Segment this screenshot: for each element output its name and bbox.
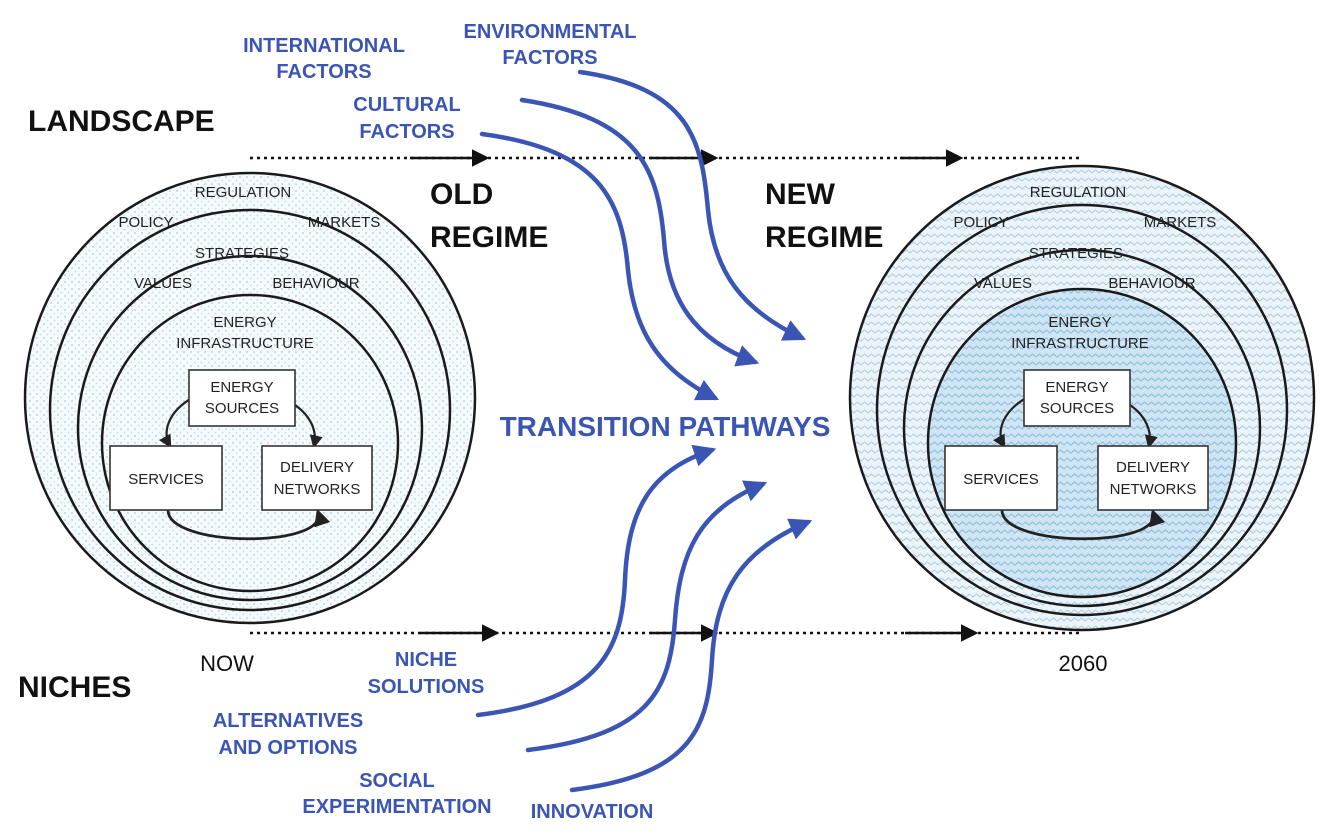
old-regime-title: REGIME (430, 221, 548, 254)
social-experimentation-label: EXPERIMENTATION (302, 796, 491, 818)
cultural-factors-label: CULTURAL (353, 94, 460, 116)
cultural-arrow (479, 131, 720, 401)
delivery-networks-box (1097, 445, 1209, 511)
year-2060-label: 2060 (1059, 651, 1108, 676)
international-factors-label: INTERNATIONAL (243, 35, 405, 57)
new-regime: REGULATION POLICY MARKETS STRATEGIES VAL… (848, 164, 1316, 632)
delivery-networks-label: DELIVERY (1116, 459, 1190, 476)
environmental-arrow (577, 69, 807, 341)
ring-label-strategies: STRATEGIES (1029, 245, 1123, 262)
services-box (109, 445, 223, 511)
delivery-networks-box (261, 445, 373, 511)
ring-label-energy: ENERGY (213, 314, 276, 331)
energy-sources-label: SOURCES (205, 400, 279, 417)
ring-label-energy: ENERGY (1048, 314, 1111, 331)
ring-label-behaviour: BEHAVIOUR (1108, 275, 1195, 292)
ring-label-policy: POLICY (953, 214, 1008, 231)
delivery-networks-label: NETWORKS (1110, 481, 1197, 498)
ring-label-regulation: REGULATION (1030, 184, 1126, 201)
niches-label: NICHES (18, 671, 131, 704)
international-arrow (519, 97, 760, 367)
ring-label-infrastructure: INFRASTRUCTURE (176, 335, 314, 352)
ring-label-behaviour: BEHAVIOUR (272, 275, 359, 292)
services-label: SERVICES (128, 471, 204, 488)
niche-factors: NICHE SOLUTIONS ALTERNATIVES AND OPTIONS… (213, 649, 653, 823)
landscape-label: LANDSCAPE (28, 105, 215, 138)
ring-label-markets: MARKETS (308, 214, 381, 231)
ring-label-strategies: STRATEGIES (195, 245, 289, 262)
services-label: SERVICES (963, 471, 1039, 488)
influence-arrows (475, 69, 813, 793)
transition-pathways-label: TRANSITION PATHWAYS (500, 411, 831, 442)
ring-label-values: VALUES (974, 275, 1032, 292)
energy-sources-label: ENERGY (210, 379, 273, 396)
niche-solutions-arrow (475, 444, 717, 718)
delivery-networks-label: NETWORKS (274, 481, 361, 498)
environmental-factors-label: ENVIRONMENTAL (464, 21, 637, 43)
old-regime-title: OLD (430, 178, 493, 211)
alternatives-arrow (525, 480, 768, 753)
landscape-factors: INTERNATIONAL FACTORS ENVIRONMENTAL FACT… (243, 21, 636, 143)
innovation-label: INNOVATION (531, 801, 654, 823)
now-label: NOW (200, 651, 254, 676)
energy-sources-label: ENERGY (1045, 379, 1108, 396)
energy-sources-box (1023, 369, 1131, 427)
ring-label-regulation: REGULATION (195, 184, 291, 201)
cultural-factors-label: FACTORS (359, 121, 454, 143)
services-box (944, 445, 1058, 511)
international-factors-label: FACTORS (276, 61, 371, 83)
ring-label-values: VALUES (134, 275, 192, 292)
energy-sources-box (188, 369, 296, 427)
energy-sources-label: SOURCES (1040, 400, 1114, 417)
old-regime: REGULATION POLICY MARKETS STRATEGIES VAL… (23, 171, 477, 625)
environmental-factors-label: FACTORS (502, 47, 597, 69)
niche-solutions-label: SOLUTIONS (368, 676, 485, 698)
new-regime-title: NEW (765, 178, 836, 211)
alternatives-label: ALTERNATIVES (213, 710, 363, 732)
social-experimentation-arrow (569, 518, 813, 793)
social-experimentation-label: SOCIAL (359, 770, 435, 792)
niche-solutions-label: NICHE (395, 649, 457, 671)
new-regime-title: REGIME (765, 221, 883, 254)
ring-label-infrastructure: INFRASTRUCTURE (1011, 335, 1149, 352)
delivery-networks-label: DELIVERY (280, 459, 354, 476)
ring-label-markets: MARKETS (1144, 214, 1217, 231)
alternatives-label: AND OPTIONS (219, 737, 358, 759)
ring-label-policy: POLICY (118, 214, 173, 231)
